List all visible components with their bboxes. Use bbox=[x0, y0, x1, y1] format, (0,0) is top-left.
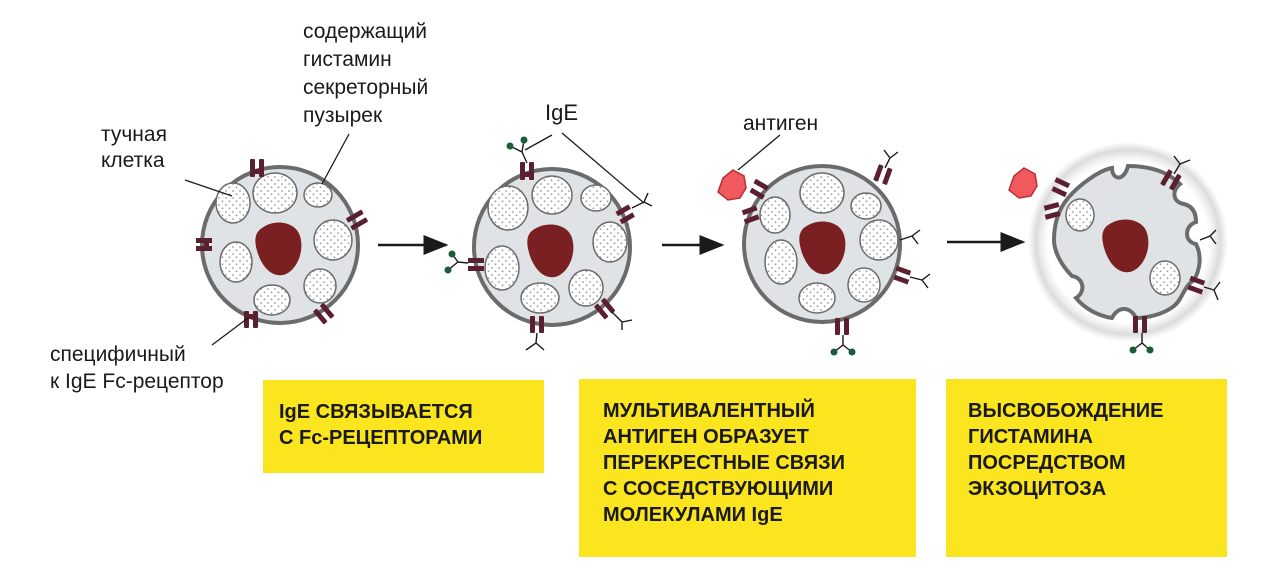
step-2-box: МУЛЬТИВАЛЕНТНЫЙ АНТИГЕН ОБРАЗУЕТ ПЕРЕКРЕ… bbox=[579, 379, 916, 557]
nucleus bbox=[527, 224, 574, 278]
vesicle-label-line3: секреторный bbox=[303, 76, 429, 99]
receptor-label-line2: к IgE Fc-рецептор bbox=[50, 370, 224, 393]
secretory-vesicle bbox=[487, 185, 529, 231]
crosslinked-receptor bbox=[741, 164, 912, 335]
secretory-vesicle bbox=[859, 219, 899, 261]
step-3-line4: ЭКЗОЦИТОЗА bbox=[968, 478, 1107, 500]
vesicle-label-line1: содержащий bbox=[303, 20, 428, 43]
secretory-vesicle bbox=[847, 267, 881, 303]
step-2-line1: МУЛЬТИВАЛЕНТНЫЙ bbox=[603, 400, 815, 422]
secretory-vesicle bbox=[850, 192, 882, 220]
secretory-vesicle bbox=[1065, 198, 1095, 232]
secretory-vesicle bbox=[580, 184, 612, 212]
mast-cell-4-exocytosis bbox=[1008, 142, 1228, 354]
step-1-box: IgE СВЯЗЫВАЕТСЯ С Fc-РЕЦЕПТОРАМИ bbox=[263, 380, 544, 473]
fc-receptor bbox=[196, 159, 368, 328]
secretory-vesicle bbox=[764, 239, 798, 285]
step-3-line1: ВЫСВОБОЖДЕНИЕ bbox=[968, 400, 1164, 422]
step-3-box: ВЫСВОБОЖДЕНИЕ ГИСТАМИНА ПОСРЕДСТВОМ ЭКЗО… bbox=[946, 379, 1227, 557]
step-2-line3: ПЕРЕКРЕСТНЫЕ СВЯЗИ bbox=[603, 452, 846, 474]
secretory-vesicle bbox=[531, 175, 573, 215]
secretory-vesicle bbox=[799, 172, 845, 214]
secretory-vesicle bbox=[219, 241, 253, 283]
secretory-vesicle bbox=[303, 182, 333, 208]
step-3-line2: ГИСТАМИНА bbox=[968, 426, 1093, 448]
vesicle-label-line4: пузырек bbox=[303, 104, 383, 127]
nucleus bbox=[1102, 219, 1149, 273]
step-3-line3: ПОСРЕДСТВОМ bbox=[968, 452, 1126, 474]
step-2-line2: АНТИГЕН ОБРАЗУЕТ bbox=[603, 426, 809, 448]
antigen-label: антиген bbox=[743, 112, 819, 135]
secretory-vesicle bbox=[484, 245, 520, 291]
ige-fc-receptor bbox=[468, 162, 635, 333]
ige-antibody bbox=[1132, 155, 1221, 351]
antigen-icon bbox=[1008, 167, 1038, 199]
secretory-vesicle bbox=[759, 196, 791, 234]
secretory-vesicle bbox=[303, 268, 337, 304]
mast-cell-3 bbox=[717, 134, 931, 356]
crosslinked-receptor bbox=[1043, 169, 1206, 333]
secretory-vesicle bbox=[568, 269, 604, 307]
nucleus bbox=[255, 222, 302, 276]
secretory-vesicle bbox=[253, 284, 291, 316]
receptor-label-line1: специфичный bbox=[50, 343, 186, 366]
vesicle-label-line2: гистамин bbox=[303, 48, 392, 71]
mast-cell-2 bbox=[444, 132, 653, 351]
secretory-vesicle bbox=[520, 282, 560, 314]
antigen-icon bbox=[717, 169, 747, 201]
mast-cell-label-line1: тучная bbox=[101, 123, 167, 146]
step-2-line5: МОЛЕКУЛАМИ IgE bbox=[603, 504, 783, 526]
mast-cell-label-line2: клетка bbox=[101, 149, 165, 172]
secretory-vesicle bbox=[313, 219, 353, 261]
secretory-vesicle bbox=[1149, 260, 1181, 296]
ige-antibody bbox=[447, 139, 653, 351]
secretory-vesicle bbox=[798, 282, 836, 314]
secretory-vesicle bbox=[215, 182, 251, 224]
mast-cell-1 bbox=[184, 133, 368, 346]
secretory-vesicle bbox=[592, 221, 628, 263]
step-1-line1: IgE СВЯЗЫВАЕТСЯ bbox=[279, 401, 473, 423]
step-1-line2: С Fc-РЕЦЕПТОРАМИ bbox=[279, 427, 483, 449]
step-2-line4: С СОСЕДСТВУЮЩИМИ bbox=[603, 478, 834, 500]
secretory-vesicle bbox=[252, 172, 298, 214]
ige-label: IgE bbox=[545, 100, 579, 125]
nucleus bbox=[799, 221, 846, 275]
